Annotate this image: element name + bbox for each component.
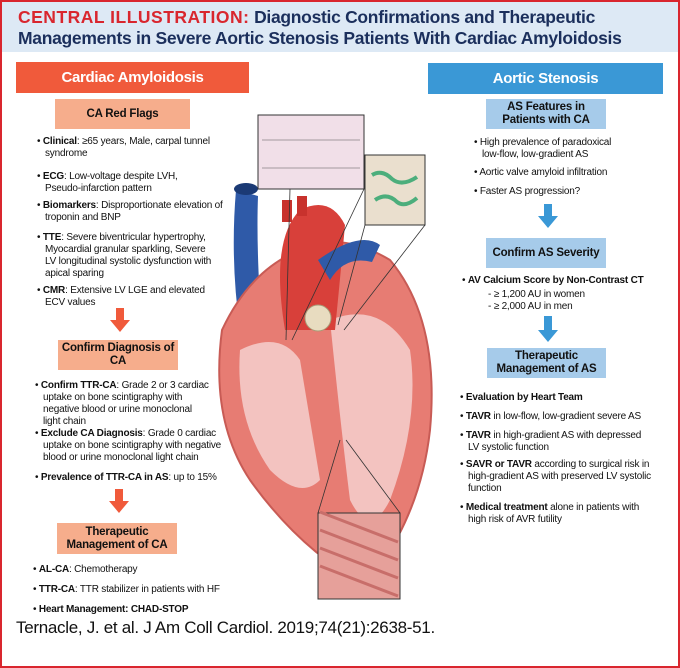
pulmonary-artery <box>318 240 380 280</box>
citation: Ternacle, J. et al. J Am Coll Cardiol. 2… <box>16 618 435 637</box>
arrow-down-icon <box>538 204 558 228</box>
confirm-item: • Exclude CA Diagnosis: Grade 0 cardiac … <box>35 428 222 463</box>
as-therapy-item: • TAVR in high-gradient AS with depresse… <box>460 430 642 453</box>
title-lead: CENTRAL ILLUSTRATION: <box>18 7 250 27</box>
therapy-item: • AL-CA: Chemotherapy <box>33 564 138 575</box>
arrow-down-icon <box>109 489 129 513</box>
as-therapy-item: • Medical treatment alone in patients wi… <box>460 502 640 525</box>
therapy-item: • Heart Management: CHAD-STOP <box>33 604 189 615</box>
as-features-box: AS Features in Patients with CA <box>486 99 606 129</box>
aortic-stenosis-header: Aortic Stenosis <box>428 63 663 94</box>
ecg-inset <box>257 114 365 190</box>
as-therapy-item: • Evaluation by Heart Team <box>460 392 583 403</box>
feature-item: • Aortic valve amyloid infiltration <box>474 167 608 178</box>
ca-red-flags-box: CA Red Flags <box>55 99 190 129</box>
calcified-valve <box>304 304 332 332</box>
red-flag-item: • TTE: Severe biventricular hypertrophy,… <box>37 232 212 279</box>
aortic-arch-vessel <box>297 196 307 216</box>
severity-item: • AV Calcium Score by Non-Contrast CT <box>462 275 644 286</box>
figure-title: CENTRAL ILLUSTRATION: Diagnostic Confirm… <box>18 7 678 49</box>
red-flag-item: • Biomarkers: Disproportionate elevation… <box>37 200 223 223</box>
as-therapy-item: • TAVR in low-flow, low-gradient severe … <box>460 411 641 422</box>
myocardium-fibers <box>319 510 399 598</box>
title-band: CENTRAL ILLUSTRATION: Diagnostic Confirm… <box>2 2 678 52</box>
aortic-arch-vessel <box>282 200 292 222</box>
confirm-item: • Prevalence of TTR-CA in AS: up to 15% <box>35 472 217 483</box>
heart-chamber-left <box>330 314 413 520</box>
red-flag-item: • ECG: Low-voltage despite LVH, Pseudo-i… <box>37 171 178 194</box>
red-flag-item: • Clinical: ≥65 years, Male, carpal tunn… <box>37 136 210 159</box>
as-therapy-item: • SAVR or TAVR according to surgical ris… <box>460 459 651 494</box>
feature-item: • High prevalence of paradoxical low-flo… <box>474 137 612 160</box>
confirm-as-severity-box: Confirm AS Severity <box>486 238 606 268</box>
red-flag-item: • CMR: Extensive LV LGE and elevated ECV… <box>37 285 205 308</box>
ecg-trace <box>262 139 360 169</box>
confirm-diagnosis-box: Confirm Diagnosis of CA <box>58 340 178 370</box>
therapeutic-ca-box: Therapeutic Management of CA <box>57 523 177 554</box>
severity-sub: - ≥ 2,000 AU in men <box>488 301 573 312</box>
therapy-item: • TTR-CA: TTR stabilizer in patients wit… <box>33 584 220 595</box>
title-text: Diagnostic Confirmations and Therapeutic… <box>18 7 622 48</box>
histology-stain <box>370 170 419 207</box>
aorta <box>280 205 345 330</box>
histology-inset <box>364 154 426 226</box>
vena-cava-opening <box>234 183 258 195</box>
arrow-down-icon <box>538 316 558 342</box>
confirm-item: • Confirm TTR-CA: Grade 2 or 3 cardiac u… <box>35 380 209 427</box>
feature-item: • Faster AS progression? <box>474 186 580 197</box>
heart-chamber-right <box>239 342 320 488</box>
cardiac-amyloidosis-header: Cardiac Amyloidosis <box>16 62 249 93</box>
severity-sub: - ≥ 1,200 AU in women <box>488 289 585 300</box>
therapeutic-as-box: Therapeutic Management of AS <box>487 348 606 378</box>
arrow-down-icon <box>110 308 130 332</box>
